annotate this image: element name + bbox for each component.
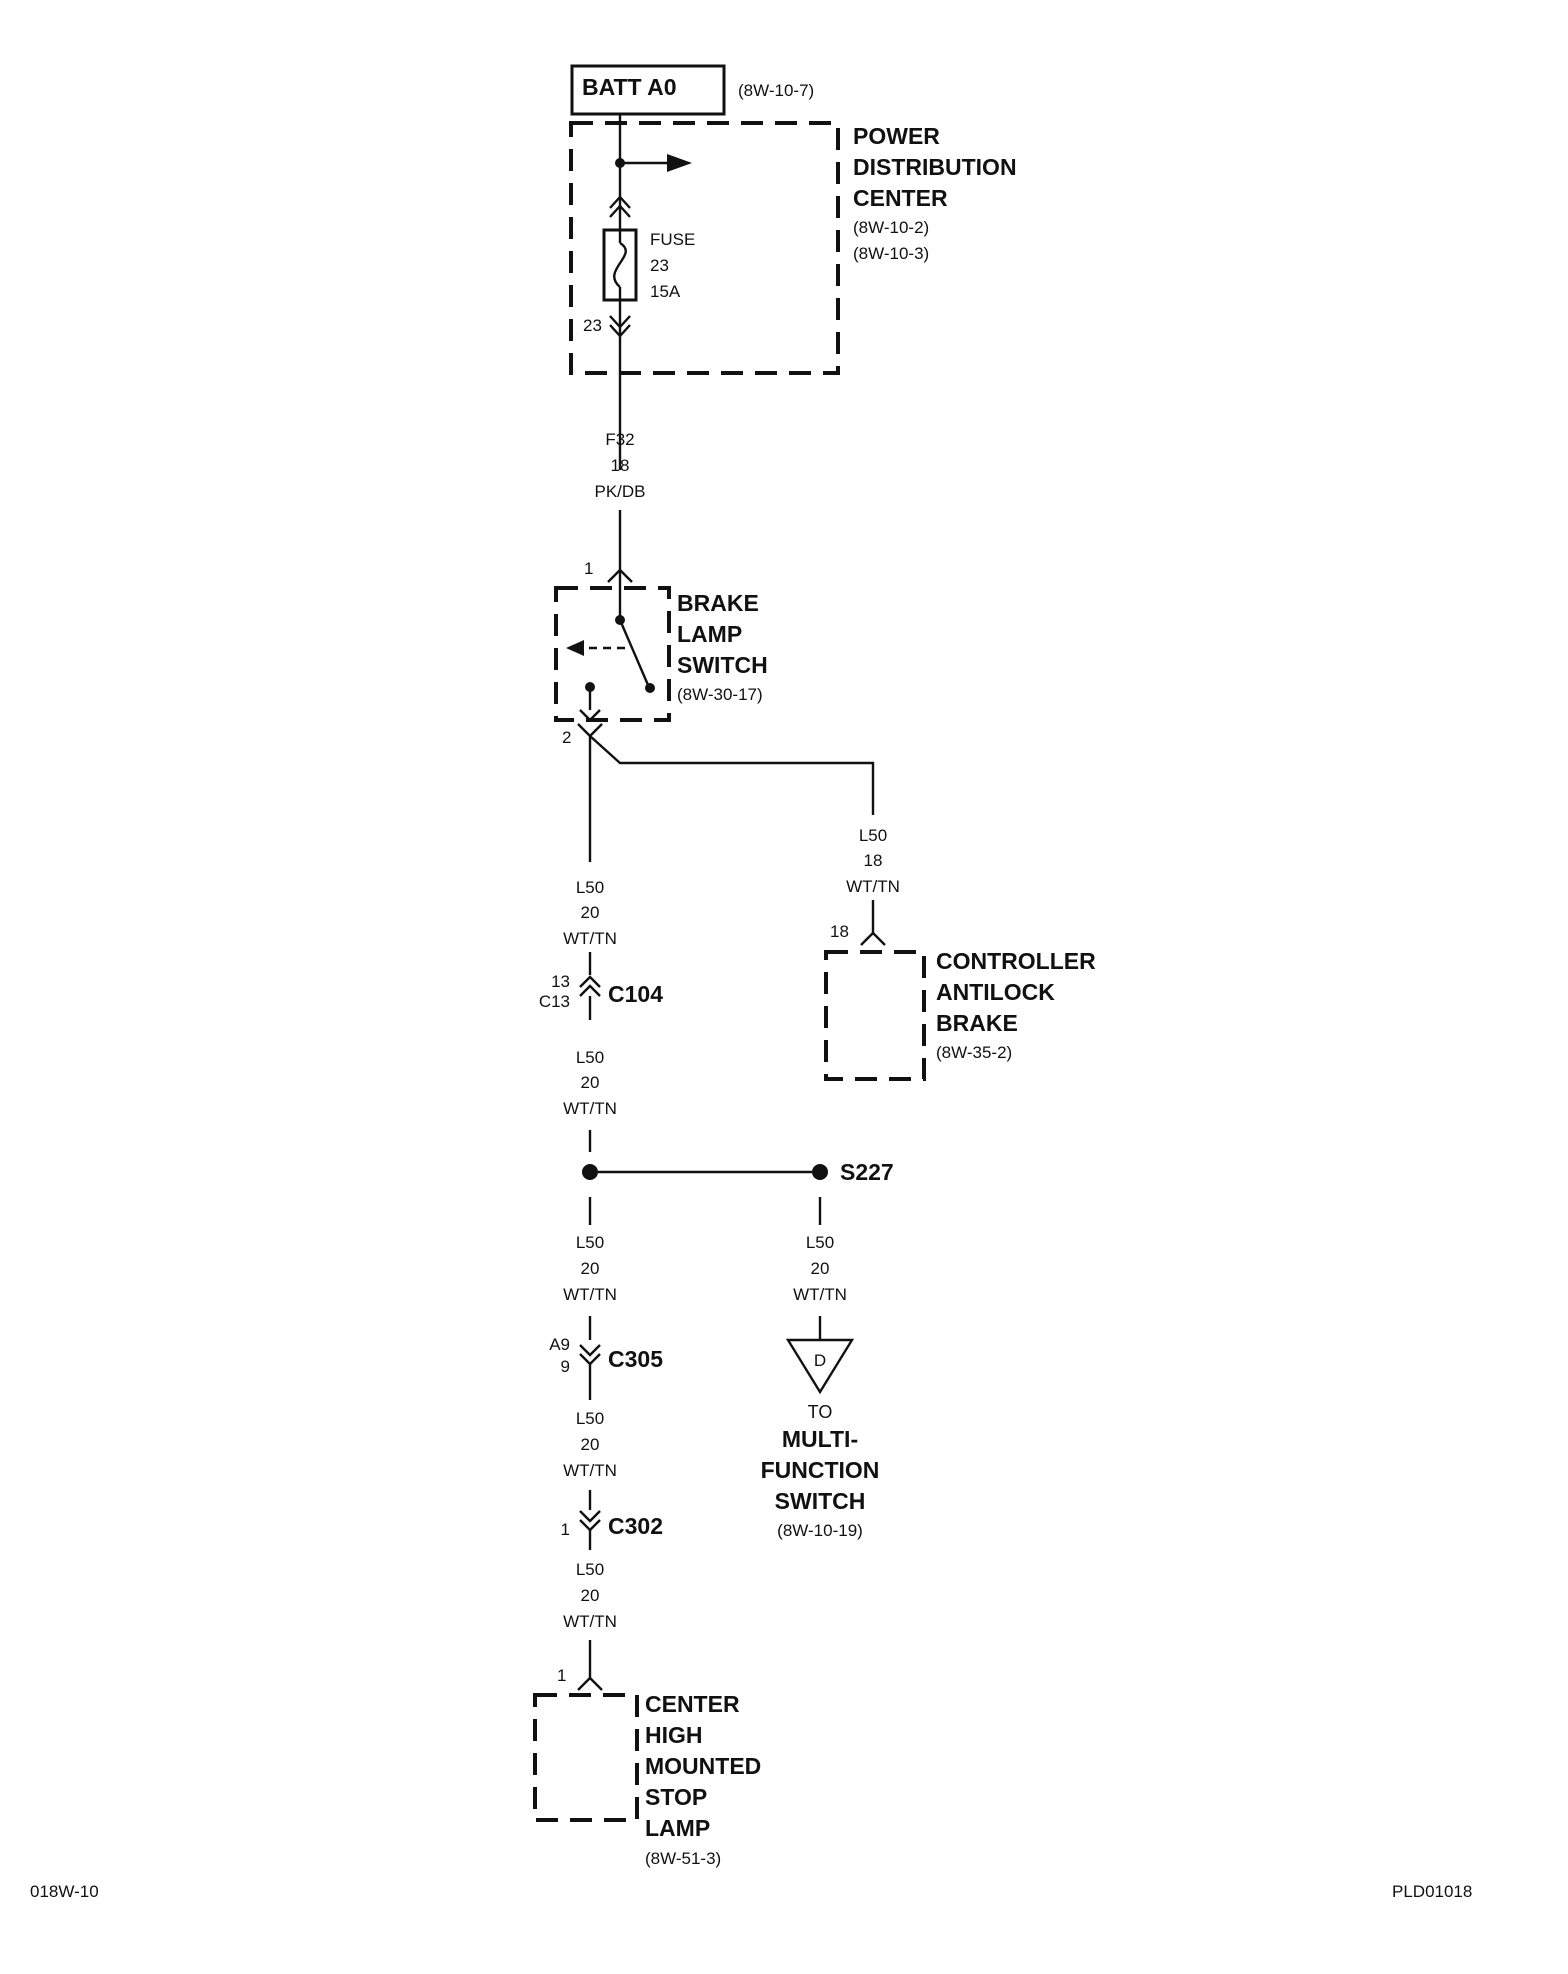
connector-chevron-icon	[577, 1676, 603, 1691]
chmsl-title-4: STOP	[645, 1784, 707, 1810]
wire-l50-f-code: L50	[576, 1560, 604, 1579]
wire-l50-a-gauge: 20	[581, 903, 600, 922]
wire-l50-b-code: L50	[576, 1048, 604, 1067]
switch-contact-icon	[618, 619, 650, 686]
wire-f32-code: F32	[605, 430, 634, 449]
abs-title-2: ANTILOCK	[936, 979, 1055, 1005]
connector-c104-icon	[579, 975, 601, 997]
brake-switch-outline	[554, 586, 671, 722]
pdc-outline	[569, 121, 840, 375]
wire-l50-b-gauge: 20	[581, 1073, 600, 1092]
wire-l50-d-code: L50	[806, 1233, 834, 1252]
pdc-cavity: 23	[583, 316, 602, 335]
footer-left-code: 018W-10	[30, 1882, 99, 1901]
wire-l50-d-color: WT/TN	[793, 1285, 847, 1304]
wire-l50-f-gauge: 20	[581, 1586, 600, 1605]
fuse-label: FUSE	[650, 230, 695, 249]
pdc-ref-2: (8W-10-3)	[853, 244, 929, 263]
c104-name: C104	[608, 981, 663, 1007]
fuse-icon	[613, 241, 627, 288]
abs-title-1: CONTROLLER	[936, 948, 1096, 974]
connector-chevron-icon	[609, 195, 631, 218]
footer-right-code: PLD01018	[1392, 1882, 1472, 1901]
pdc-ref-1: (8W-10-2)	[853, 218, 929, 237]
c104-pin-top: 13	[551, 972, 570, 991]
abs-title-3: BRAKE	[936, 1010, 1018, 1036]
pdc-title-2: DISTRIBUTION	[853, 154, 1017, 180]
offpage-title-3: SWITCH	[775, 1488, 866, 1514]
wire-l50-c-gauge: 20	[581, 1259, 600, 1278]
battery-label: BATT A0	[582, 74, 677, 100]
fuse-rating: 15A	[650, 282, 681, 301]
chmsl-title-2: HIGH	[645, 1722, 703, 1748]
abs-ref: (8W-35-2)	[936, 1043, 1012, 1062]
wire-l50-e-color: WT/TN	[563, 1461, 617, 1480]
pdc-title-1: POWER	[853, 123, 940, 149]
c305-pin-bottom: 9	[561, 1357, 570, 1376]
splice-node	[582, 1164, 598, 1180]
chmsl-pin: 1	[557, 1666, 566, 1685]
chmsl-ref: (8W-51-3)	[645, 1849, 721, 1868]
connector-chevron-icon	[607, 568, 633, 583]
wire-l50-e-gauge: 20	[581, 1435, 600, 1454]
offpage-title-1: MULTI-	[782, 1426, 858, 1452]
connector-chevron-icon	[609, 315, 631, 338]
switch-pin-out: 2	[562, 728, 571, 747]
c302-pin: 1	[561, 1520, 570, 1539]
arrow-left-icon	[566, 640, 584, 656]
battery-ref: (8W-10-7)	[738, 81, 814, 100]
wire-abs-gauge: 18	[864, 851, 883, 870]
connector-c302-icon	[579, 1510, 601, 1532]
connector-chevron-icon	[577, 723, 603, 738]
switch-title-1: BRAKE	[677, 590, 759, 616]
wire-l50-e-code: L50	[576, 1409, 604, 1428]
connector-chevron-icon	[860, 931, 886, 946]
offpage-ref: (8W-10-19)	[777, 1521, 863, 1540]
offpage-letter: D	[814, 1351, 826, 1370]
switch-title-3: SWITCH	[677, 652, 768, 678]
pdc-title-3: CENTER	[853, 185, 948, 211]
wire-f32-gauge: 18	[611, 456, 630, 475]
offpage-to: TO	[808, 1402, 833, 1422]
battery-box	[570, 64, 726, 116]
fuse-number: 23	[650, 256, 669, 275]
connector-chevron-icon	[579, 709, 601, 722]
splice-s227	[812, 1164, 828, 1180]
chmsl-title-3: MOUNTED	[645, 1753, 761, 1779]
wire-l50-a-code: L50	[576, 878, 604, 897]
c305-name: C305	[608, 1346, 663, 1372]
offpage-title-2: FUNCTION	[761, 1457, 880, 1483]
connector-c305-icon	[579, 1344, 601, 1366]
wire-l50-b-color: WT/TN	[563, 1099, 617, 1118]
switch-title-2: LAMP	[677, 621, 742, 647]
switch-pin-in: 1	[584, 559, 593, 578]
c302-name: C302	[608, 1513, 663, 1539]
arrow-right-icon	[667, 154, 692, 172]
abs-outline	[824, 950, 926, 1081]
splice-name: S227	[840, 1159, 894, 1185]
wire-l50-c-code: L50	[576, 1233, 604, 1252]
switch-ref: (8W-30-17)	[677, 685, 763, 704]
wire-l50-d-gauge: 20	[811, 1259, 830, 1278]
chmsl-title-1: CENTER	[645, 1691, 740, 1717]
wire-l50-f-color: WT/TN	[563, 1612, 617, 1631]
chmsl-title-5: LAMP	[645, 1815, 710, 1841]
c104-pin-bottom: C13	[539, 992, 570, 1011]
abs-pin: 18	[830, 922, 849, 941]
wire-abs-code: L50	[859, 826, 887, 845]
wire-l50-c-color: WT/TN	[563, 1285, 617, 1304]
c305-pin-top: A9	[549, 1335, 570, 1354]
chmsl-outline	[533, 1693, 639, 1822]
offpage-connector-icon	[785, 1338, 855, 1395]
wire-f32-color: PK/DB	[594, 482, 645, 501]
wire-l50-a-color: WT/TN	[563, 929, 617, 948]
wire-abs-color: WT/TN	[846, 877, 900, 896]
